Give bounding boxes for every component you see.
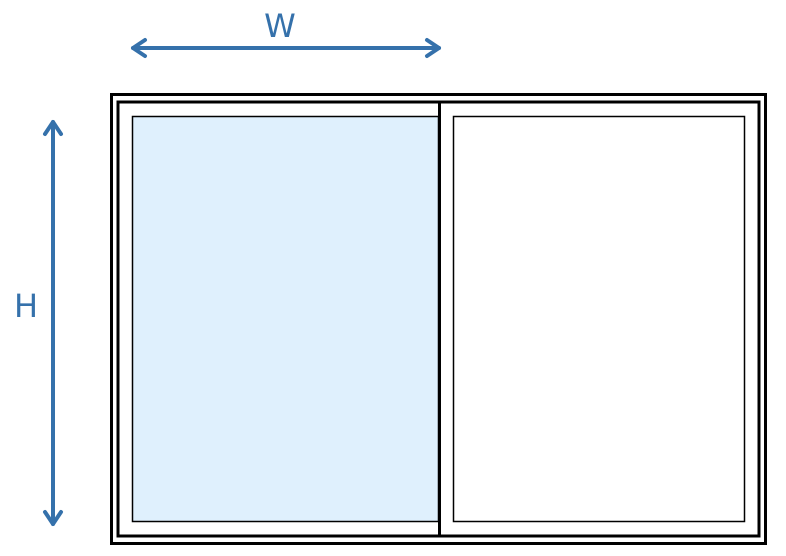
width-dimension: W bbox=[131, 7, 441, 58]
width-arrow-left-head bbox=[131, 38, 147, 58]
sliding-pane-glass bbox=[452, 115, 746, 523]
height-arrow-bottom-head bbox=[43, 510, 63, 526]
height-arrow-top-head bbox=[43, 120, 63, 136]
height-dimension: H bbox=[14, 120, 63, 526]
height-label: H bbox=[14, 287, 38, 325]
width-arrow-right-head bbox=[425, 38, 441, 58]
window-frame bbox=[110, 93, 767, 545]
outer-frame bbox=[110, 93, 767, 545]
width-label: W bbox=[264, 7, 296, 45]
fixed-pane-glass bbox=[131, 115, 440, 523]
